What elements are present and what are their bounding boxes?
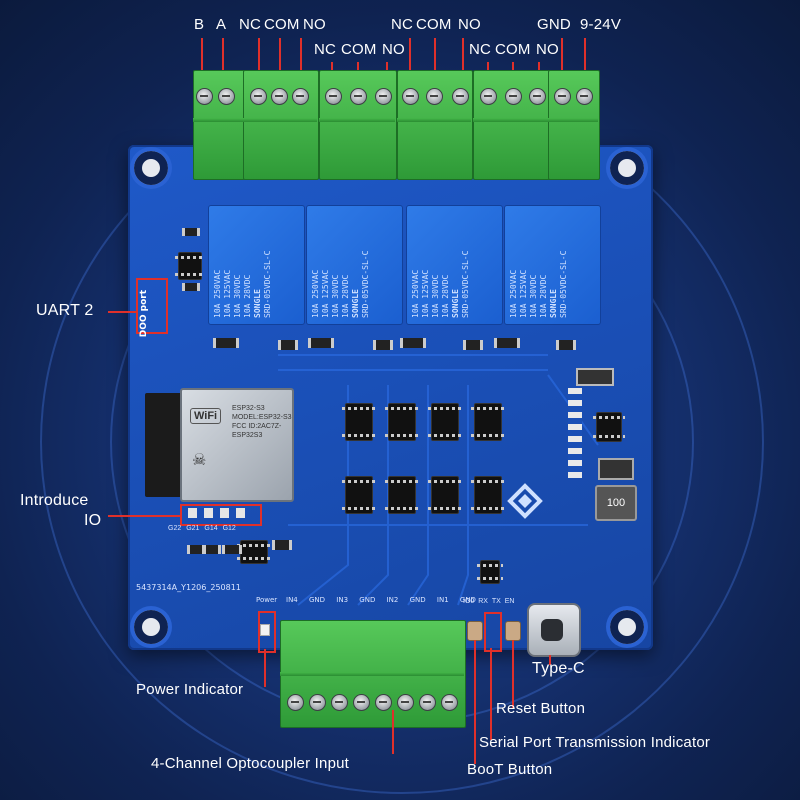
uart2-port[interactable] <box>136 278 168 334</box>
screw-relay1-com[interactable] <box>271 88 288 105</box>
serial-indicator-label: Serial Port Transmission Indicator <box>479 734 711 751</box>
screw-gnd-d[interactable] <box>441 694 458 711</box>
uart2-label: UART 2 <box>36 302 94 319</box>
screw-A[interactable] <box>218 88 235 105</box>
mount-hole-bottom-right <box>610 610 644 644</box>
mount-hole-top-left <box>134 151 168 185</box>
module-line-2: MODEL:ESP32-S3 <box>232 414 292 421</box>
introduce-io-line1: Introduce <box>20 492 89 509</box>
board-serial-number: 5437314A_Y1206_250811 <box>136 583 241 592</box>
label-A: A <box>216 16 227 33</box>
boot-button-label: BooT Button <box>467 761 553 778</box>
screw-B[interactable] <box>196 88 213 105</box>
screw-in2[interactable] <box>375 694 392 711</box>
label-NC-1: NC <box>239 16 262 33</box>
label-NC-4: NC <box>469 41 492 58</box>
screw-gnd-c[interactable] <box>397 694 414 711</box>
screw-relay4-com[interactable] <box>505 88 522 105</box>
power-silk: Power <box>256 596 278 604</box>
type-c-port[interactable] <box>527 603 581 657</box>
label-NO-3: NO <box>458 16 481 33</box>
label-NO-4: NO <box>536 41 559 58</box>
label-COM-4: COM <box>495 41 531 58</box>
esp32-antenna <box>145 393 185 497</box>
label-9-24V: 9-24V <box>580 16 622 33</box>
screw-relay2-nc[interactable] <box>325 88 342 105</box>
screw-relay2-no[interactable] <box>375 88 392 105</box>
serial-led-silk: IO0 RX TX EN <box>463 598 515 605</box>
mount-hole-bottom-left <box>134 610 168 644</box>
module-line-3: FCC ID:2AC7Z-ESP32S3 <box>232 423 282 439</box>
esp32-shield: WiFi ESP32-S3 MODEL:ESP32-S3 FCC ID:2AC7… <box>180 388 294 502</box>
screw-relay4-no[interactable] <box>529 88 546 105</box>
power-led <box>258 611 276 653</box>
label-GND: GND <box>537 16 571 33</box>
screw-gnd[interactable] <box>554 88 571 105</box>
label-NC-2: NC <box>314 41 337 58</box>
type-c-label: Type-C <box>532 660 585 677</box>
mount-hole-top-right <box>610 151 644 185</box>
inductor: 100 <box>595 485 637 521</box>
screw-in4[interactable] <box>287 694 304 711</box>
io-header[interactable] <box>180 504 262 526</box>
screw-relay4-nc[interactable] <box>480 88 497 105</box>
label-COM-1: COM <box>264 16 300 33</box>
screw-in3[interactable] <box>331 694 348 711</box>
reset-button[interactable] <box>505 621 521 641</box>
serial-tx-rx-leds <box>484 612 502 652</box>
power-indicator-label: Power Indicator <box>136 681 244 698</box>
screw-vin[interactable] <box>576 88 593 105</box>
pcb-traces <box>278 354 599 606</box>
screw-relay3-com[interactable] <box>426 88 443 105</box>
screw-relay3-nc[interactable] <box>402 88 419 105</box>
screw-relay1-nc[interactable] <box>250 88 267 105</box>
boot-button[interactable] <box>467 621 483 641</box>
screw-gnd-b[interactable] <box>353 694 370 711</box>
screw-in1[interactable] <box>419 694 436 711</box>
wifi-logo: WiFi <box>190 408 222 424</box>
label-COM-2: COM <box>341 41 377 58</box>
io-pin-labels: G22 G21 G14 G12 <box>168 525 236 532</box>
reset-button-label: Reset Button <box>496 700 586 717</box>
screw-relay2-com[interactable] <box>350 88 367 105</box>
uart-port-silk: DOO port <box>139 290 149 338</box>
label-NO-2: NO <box>382 41 405 58</box>
label-B: B <box>194 16 205 33</box>
label-COM-3: COM <box>416 16 452 33</box>
brand-logo-icon <box>502 478 548 524</box>
screw-relay3-no[interactable] <box>452 88 469 105</box>
introduce-io-line2: IO <box>84 512 102 529</box>
opto-input-label: 4-Channel Optocoupler Input <box>151 755 350 772</box>
input-silk-labels: IN4 GND IN3 GND IN2 GND IN1 GND <box>286 596 476 604</box>
module-line-1: ESP32-S3 <box>232 405 265 412</box>
label-NC-3: NC <box>391 16 414 33</box>
screw-gnd-a[interactable] <box>309 694 326 711</box>
screw-relay1-no[interactable] <box>292 88 309 105</box>
label-NO-1: NO <box>303 16 326 33</box>
